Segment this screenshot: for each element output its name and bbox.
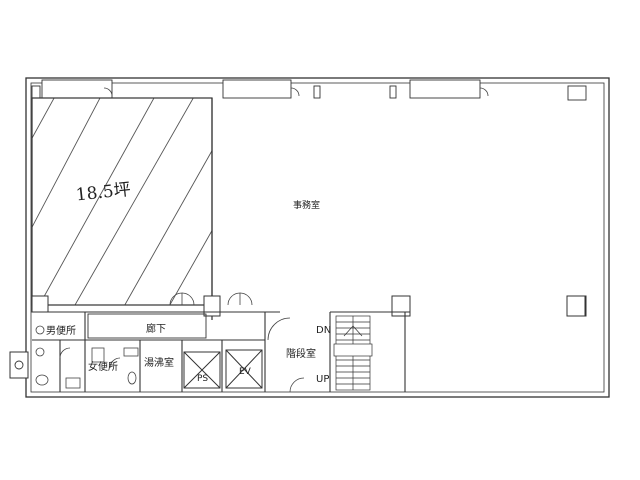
door-swings [103,87,489,306]
outer-wall [25,77,610,398]
room-label-mens-toilet: 男便所 [46,324,76,337]
exterior-fixture [14,360,24,370]
area-note: 18.5坪 [75,180,132,206]
stair-room-door [267,317,291,341]
room-label-ps: PS [197,374,208,384]
stairs [333,315,373,391]
core-walls [32,311,410,392]
corridor [87,313,207,339]
exterior-box [9,351,29,379]
room-label-corridor: 廊下 [146,322,166,335]
room-label-kitchen: 湯沸室 [144,356,174,369]
room-label-stair-room: 階段室 [286,347,316,360]
stair-down-label: DN [316,325,331,336]
stair-up-label: UP [316,374,329,385]
stair-bottom-door [289,377,305,393]
window-openings [31,79,587,101]
columns [31,295,587,317]
office-column [566,295,586,317]
room-label-ev: EV [239,367,252,377]
room-label-office: 事務室 [293,199,320,211]
toilet-fixtures [35,325,139,389]
ps-shaft [183,351,221,389]
room-label-womens-toilet: 女便所 [88,360,118,373]
ev-shaft [225,349,263,389]
